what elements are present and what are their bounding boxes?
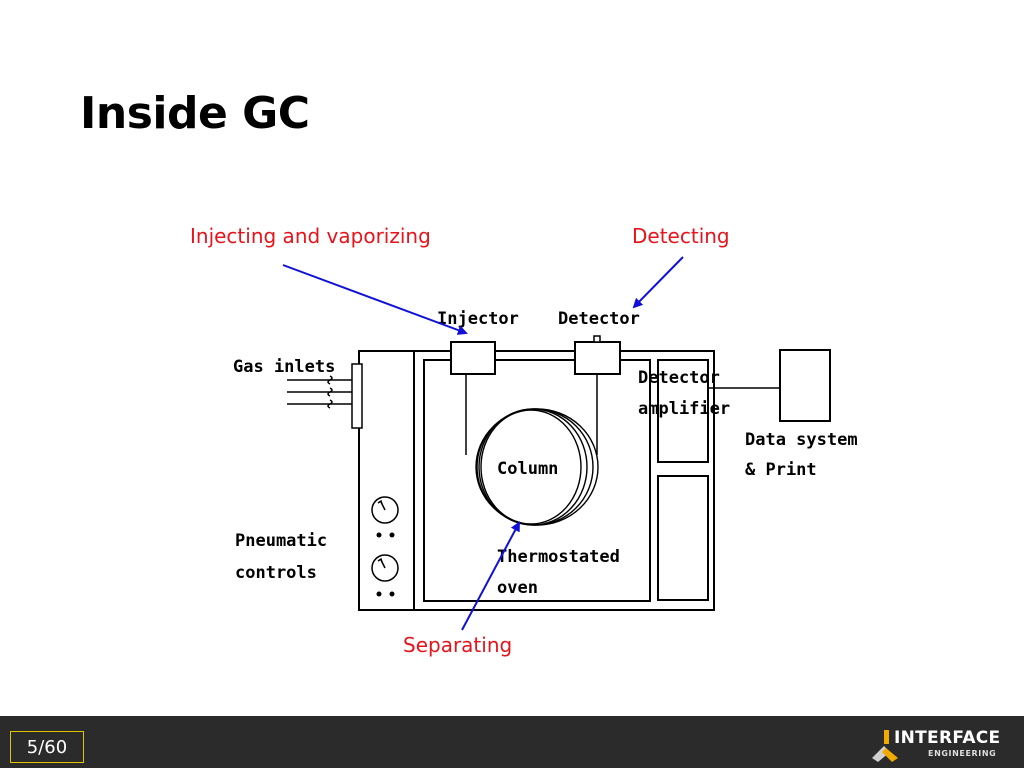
callout-separating: Separating (403, 633, 513, 657)
detector-block (574, 341, 621, 375)
label-column: Column (497, 459, 558, 479)
instrument-outline (358, 350, 715, 611)
detector-nozzle (593, 335, 601, 343)
arrow-to-column (461, 521, 520, 631)
label-detector: Detector (558, 309, 640, 329)
detector-amplifier-box (657, 359, 709, 463)
page-number: 5/60 (10, 731, 84, 763)
injector-block (450, 341, 496, 375)
label-thermostated-oven: oven (497, 578, 538, 598)
label-thermostated-oven: Thermostated (497, 547, 620, 567)
label-injector: Injector (437, 309, 519, 329)
gc-diagram: Injector Detector Gas inlets Detector am… (233, 256, 858, 631)
label-data-system: & Print (745, 460, 817, 480)
logo-wordmark: INTERFACE (894, 728, 1001, 748)
arrow-to-injector (282, 264, 468, 335)
control-knobs (376, 591, 395, 597)
electronics-box (657, 475, 709, 601)
gas-inlet-lines (287, 375, 352, 409)
label-pneumatic-controls: Pneumatic (235, 531, 327, 551)
label-pneumatic-controls: controls (235, 563, 317, 583)
control-knobs (376, 532, 395, 538)
arrow-to-detector (632, 256, 684, 309)
logo-mark-icon (872, 730, 898, 762)
label-data-system: Data system (745, 430, 858, 450)
logo-subtitle: ENGINEERING (928, 749, 997, 758)
label-detector-amplifier: Detector (638, 368, 720, 388)
label-gas-inlets: Gas inlets (233, 357, 335, 377)
column-coil (475, 408, 599, 526)
data-system-box (779, 349, 831, 422)
pressure-gauge-icon (371, 496, 399, 524)
callout-detecting: Detecting (632, 224, 730, 248)
label-detector-amplifier: amplifier (638, 399, 730, 419)
slide-title: Inside GC (80, 88, 310, 139)
slide-footer: 5/60 INTERFACE ENGINEERING (0, 716, 1024, 768)
oven-compartment (423, 359, 651, 602)
interface-engineering-logo: INTERFACE ENGINEERING (870, 728, 1010, 762)
callout-injecting: Injecting and vaporizing (190, 224, 431, 248)
gas-inlet-manifold (351, 363, 363, 429)
pressure-gauge-icon (371, 554, 399, 582)
